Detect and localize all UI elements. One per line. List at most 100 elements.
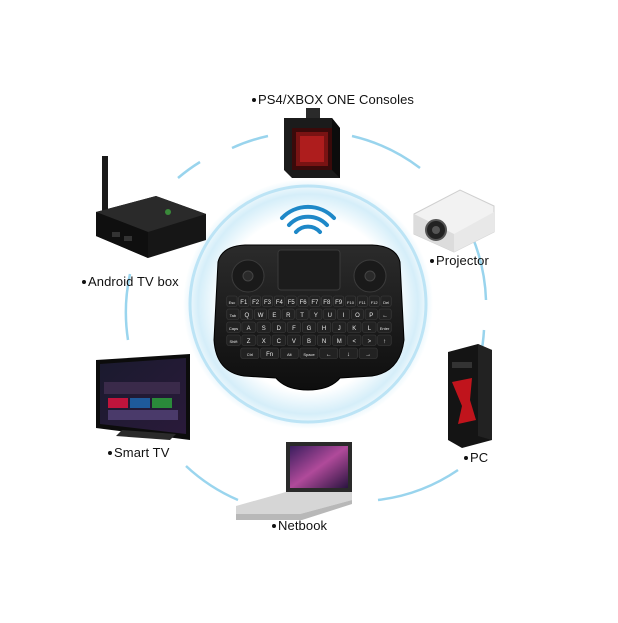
keyboard-key <box>238 295 250 307</box>
keyboard-key <box>316 334 332 346</box>
keyboard-key <box>301 321 317 333</box>
keyboard-key <box>271 321 286 333</box>
keyboard-key-label: F6 <box>300 300 308 306</box>
keyboard-key-label: ← <box>326 352 332 358</box>
bullet-dot <box>252 97 256 102</box>
keyboard-key-label: Shift <box>229 339 238 344</box>
keyboard-key-label: F5 <box>288 300 296 306</box>
keyboard-key <box>286 321 302 333</box>
android-box-icon <box>96 156 206 258</box>
bullet-dot <box>82 279 86 284</box>
keyboard-key-label: Caps <box>229 326 238 331</box>
keyboard-key-label: Z <box>247 339 251 345</box>
keyboard-key-label: F10 <box>347 300 355 305</box>
keyboard-key-label: E <box>272 313 276 319</box>
keyboard-key-label: P <box>369 313 373 319</box>
keyboard-key-label: Enter <box>380 326 390 331</box>
keyboard-key <box>364 308 378 320</box>
keyboard-key-label: J <box>338 326 341 332</box>
keyboard-key-label: C <box>277 339 282 345</box>
keyboard-key-label: S <box>262 326 266 332</box>
keyboard-key <box>356 295 368 307</box>
keyboard-key <box>378 308 392 320</box>
keyboard-key <box>256 334 271 346</box>
keyboard-key-label: Alt <box>287 352 293 357</box>
smart-tv-icon <box>96 354 190 440</box>
keyboard-key <box>254 308 267 320</box>
label-pc: PC <box>464 450 488 465</box>
keyboard-key <box>309 295 321 307</box>
keyboard-key <box>256 321 271 333</box>
keyboard-key <box>226 308 240 320</box>
keyboard-key-label: F4 <box>276 300 284 306</box>
keyboard-key-label: A <box>247 326 251 332</box>
label-projector: Projector <box>430 253 489 268</box>
keyboard-key <box>321 295 333 307</box>
keyboard-key-label: Esc <box>229 300 236 305</box>
keyboard-key-label: ← <box>382 313 388 319</box>
keyboard-key <box>295 308 309 320</box>
keyboard-key <box>226 295 238 307</box>
keyboard-key-label: R <box>286 313 291 319</box>
bullet-dot <box>464 455 468 460</box>
keyboard-key-label: L <box>368 326 372 332</box>
keyboard-key-label: F <box>292 326 296 332</box>
keyboard-key <box>332 334 347 346</box>
keyboard-key <box>299 347 319 359</box>
keyboard-key <box>319 347 339 359</box>
keyboard-key-label: ↓ <box>347 352 350 358</box>
keyboard-key <box>350 308 364 320</box>
bullet-dot <box>108 450 112 455</box>
keyboard-key <box>339 347 358 359</box>
keyboard-key-label: D <box>277 326 282 332</box>
projector-icon <box>413 189 495 253</box>
keyboard-key <box>241 334 256 346</box>
keyboard-key <box>250 295 262 307</box>
keyboard-key <box>240 347 260 359</box>
keyboard-key-label: G <box>307 326 312 332</box>
keyboard-key-label: B <box>307 339 311 345</box>
keyboard-key <box>271 334 286 346</box>
keyboard-key <box>286 334 302 346</box>
laptop-icon <box>236 442 352 520</box>
label-netbook: Netbook <box>272 518 327 533</box>
keyboard-key-label: > <box>368 339 372 345</box>
keyboard-key-label: < <box>353 339 357 345</box>
keyboard-key <box>345 295 356 307</box>
keyboard-key-label: Q <box>244 313 249 319</box>
keyboard-key <box>362 334 377 346</box>
keyboard-key-label: O <box>355 313 360 319</box>
wifi-icon <box>280 204 336 234</box>
keyboard-key <box>323 308 337 320</box>
keyboard-key-label: Ctrl <box>247 352 253 357</box>
keyboard-key <box>281 308 295 320</box>
keyboard-key <box>226 334 241 346</box>
keyboard-key-label: H <box>322 326 326 332</box>
keyboard-key <box>267 308 281 320</box>
keyboard-key <box>358 347 378 359</box>
keyboard-key-label: F11 <box>359 300 366 305</box>
keyboard-key-label: F7 <box>311 300 319 306</box>
keyboard-key-label: Space <box>303 352 315 357</box>
keyboard-key-label: U <box>328 313 332 319</box>
keyboard-key-label: X <box>262 339 266 345</box>
keyboard-key-label: → <box>365 352 371 358</box>
keyboard-key-label: Fn <box>266 352 273 358</box>
keyboard-key <box>377 321 392 333</box>
label-smart-tv: Smart TV <box>108 445 169 460</box>
keyboard-key <box>368 295 380 307</box>
keyboard-key-label: F3 <box>264 300 272 306</box>
keyboard-key <box>240 308 254 320</box>
keyboard-key-label: F2 <box>252 300 260 306</box>
keyboard-key <box>309 308 323 320</box>
keyboard-key-label: Del <box>383 300 389 305</box>
keyboard-key-label: K <box>352 326 356 332</box>
keyboard-key-label: I <box>343 313 345 319</box>
keyboard-key-label: V <box>292 339 296 345</box>
keyboard-key-label: N <box>322 339 326 345</box>
keyboard-key <box>301 334 317 346</box>
keyboard-key <box>347 321 362 333</box>
